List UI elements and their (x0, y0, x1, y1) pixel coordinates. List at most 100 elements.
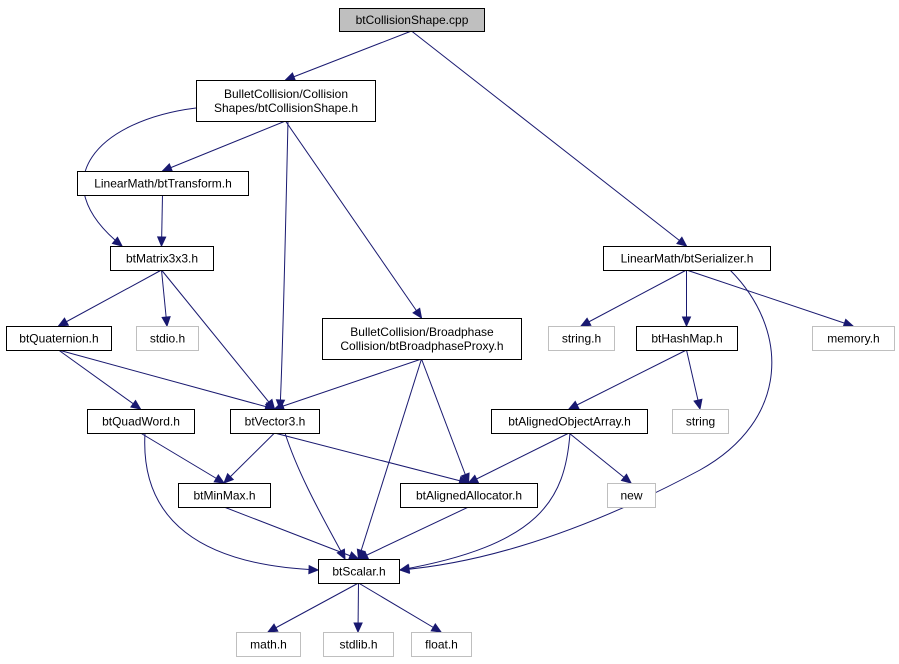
edge-arrowhead (156, 236, 167, 248)
edge-arrowhead (676, 236, 688, 247)
node-box (548, 326, 615, 351)
node-alignedobjectarray[interactable]: btAlignedObjectArray.h (491, 409, 648, 434)
edge-arrowhead (567, 400, 580, 410)
node-memory: memory.h (812, 326, 895, 351)
edge-line (58, 269, 162, 327)
edge-line (267, 582, 359, 633)
node-box (178, 483, 271, 508)
edge-root-to-collisionshape_h (284, 30, 412, 82)
edge-collisionshape_h-to-matrix3x3 (83, 107, 197, 247)
edge-alignedobjectarray-to-new (568, 432, 632, 484)
edge-line (58, 349, 141, 410)
edge-line (285, 120, 422, 319)
node-box (87, 409, 195, 434)
node-minmax[interactable]: btMinMax.h (178, 483, 271, 508)
edge-alignedallocator-to-scalar (357, 506, 469, 560)
node-box (322, 318, 522, 360)
nodes-layer: btCollisionShape.cppBulletCollision/Coll… (6, 8, 895, 657)
edge-line (161, 269, 275, 410)
node-quaternion[interactable]: btQuaternion.h (6, 326, 112, 351)
edge-line (279, 120, 289, 410)
node-label: new (620, 489, 642, 503)
node-vector3[interactable]: btVector3.h (230, 409, 320, 434)
edge-line (399, 269, 773, 571)
edge-line (421, 358, 469, 484)
edge-alignedobjectarray-to-alignedallocator (467, 432, 570, 484)
node-matrix3x3[interactable]: btMatrix3x3.h (110, 246, 214, 271)
node-label: btMinMax.h (193, 489, 255, 503)
node-stdio: stdio.h (136, 326, 199, 351)
node-quadword[interactable]: btQuadWord.h (87, 409, 195, 434)
node-box (6, 326, 112, 351)
node-label: memory.h (827, 332, 879, 346)
edge-broadphaseproxy-to-vector3 (273, 358, 422, 411)
edge-collisionshape_h-to-vector3 (275, 120, 289, 411)
edge-quadword-to-scalar (144, 432, 320, 575)
edge-line (140, 432, 225, 484)
edge-line (284, 432, 346, 560)
edge-line (686, 269, 854, 327)
edge-line (568, 432, 632, 484)
edge-arrowhead (579, 317, 592, 327)
node-label: stdio.h (150, 332, 185, 346)
edge-line (399, 432, 571, 571)
edge-line (83, 107, 197, 247)
node-label: btAlignedAllocator.h (416, 489, 522, 503)
node-label: string (686, 415, 715, 429)
node-collisionshape_h[interactable]: BulletCollision/CollisionShapes/btCollis… (196, 80, 376, 122)
node-box (603, 246, 771, 271)
node-scalar[interactable]: btScalar.h (318, 559, 400, 584)
edge-line (411, 30, 687, 247)
node-hashmap[interactable]: btHashMap.h (636, 326, 738, 351)
node-serializer[interactable]: LinearMath/btSerializer.h (603, 246, 771, 271)
node-label: btScalar.h (332, 565, 385, 579)
edge-arrowhead (213, 474, 226, 484)
edge-arrowhead (460, 472, 470, 485)
edge-scalar-to-float (358, 582, 443, 633)
node-box (230, 409, 320, 434)
node-label: stdlib.h (339, 638, 377, 652)
edge-arrowhead (357, 550, 370, 560)
edge-line (285, 30, 412, 81)
edge-arrowhead (398, 563, 411, 574)
node-transform[interactable]: LinearMath/btTransform.h (77, 171, 249, 196)
edge-line (144, 432, 319, 571)
edge-arrowhead (467, 474, 480, 484)
node-label: float.h (425, 638, 458, 652)
node-label: Collision/btBroadphaseProxy.h (340, 339, 503, 353)
node-box (323, 632, 394, 657)
edge-arrowhead (130, 399, 142, 410)
edge-line (580, 269, 687, 327)
edge-arrowhead (308, 564, 320, 575)
node-alignedallocator[interactable]: btAlignedAllocator.h (400, 483, 538, 508)
node-label: btQuaternion.h (19, 332, 98, 346)
node-box (77, 171, 249, 196)
edge-arrowhead (347, 551, 360, 561)
node-broadphaseproxy[interactable]: BulletCollision/BroadphaseCollision/btBr… (322, 318, 522, 360)
edge-matrix3x3-to-quaternion (57, 269, 162, 327)
edge-vector3-to-scalar (284, 432, 346, 561)
edge-quaternion-to-quadword (58, 349, 142, 410)
edge-minmax-to-scalar (223, 506, 360, 561)
edge-matrix3x3-to-stdio (161, 269, 171, 328)
node-root[interactable]: btCollisionShape.cpp (339, 8, 485, 32)
node-box (196, 80, 376, 122)
edge-line (686, 349, 701, 410)
edge-arrowhead (693, 398, 703, 411)
edge-arrowhead (111, 236, 123, 247)
edge-line (162, 120, 286, 172)
node-box (411, 632, 472, 657)
node-label: math.h (250, 638, 287, 652)
edge-broadphaseproxy-to-alignedallocator (421, 358, 470, 485)
edge-line (358, 358, 422, 560)
edge-scalar-to-stdlib (353, 582, 363, 634)
edge-line (58, 349, 275, 410)
edge-arrowhead (57, 317, 70, 327)
edge-vector3-to-alignedallocator (274, 432, 470, 486)
node-box (400, 483, 538, 508)
node-label: btQuadWord.h (102, 415, 180, 429)
node-label: btCollisionShape.cpp (356, 13, 469, 27)
node-box (136, 326, 199, 351)
node-box (110, 246, 214, 271)
edge-hashmap-to-alignedobjectarray (567, 349, 687, 410)
